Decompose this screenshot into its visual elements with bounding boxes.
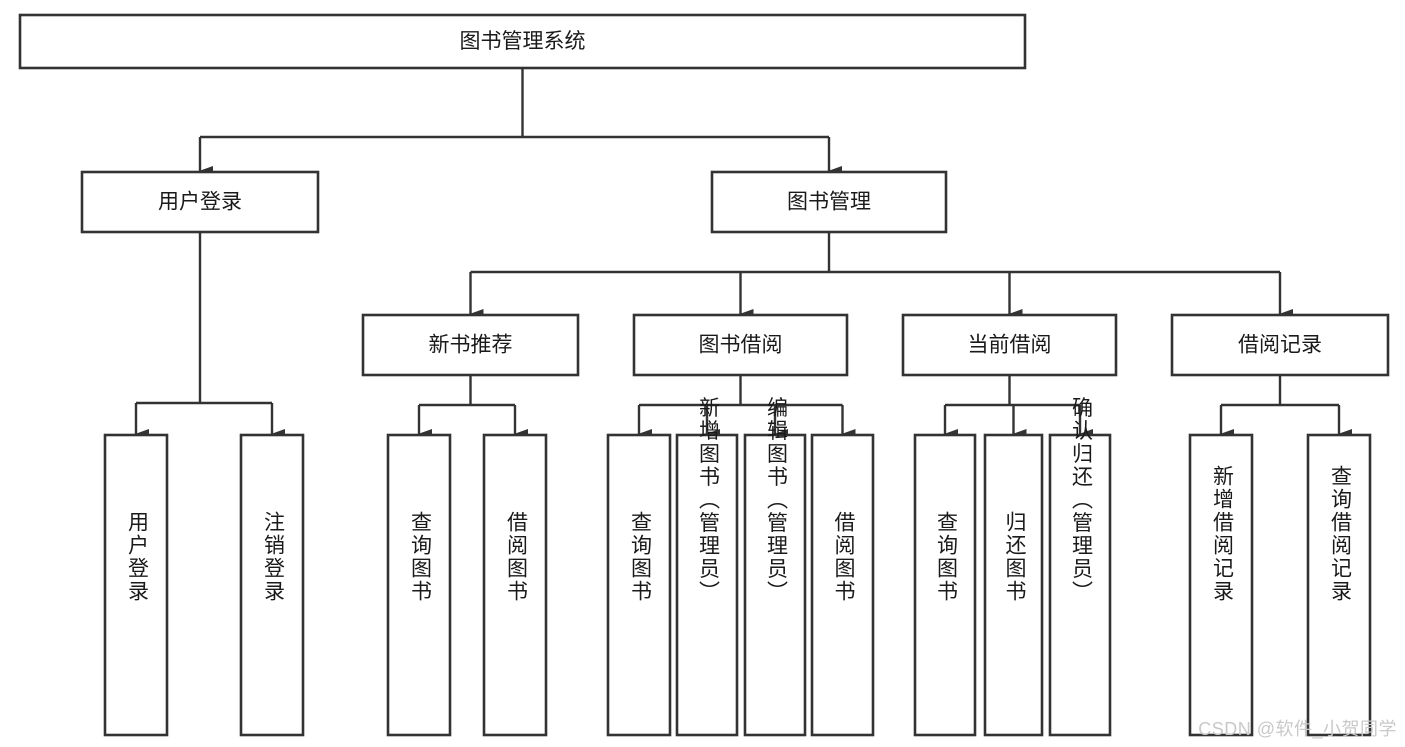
node-label: 借阅图书 xyxy=(832,511,856,603)
node-book-borrow[interactable]: 图书借阅 xyxy=(632,313,849,377)
node-leaf-borrow-do[interactable]: 借阅图书 xyxy=(810,433,875,737)
node-label: 新书推荐 xyxy=(429,334,513,357)
node-label: 归还图书 xyxy=(1003,511,1027,603)
connector-group-root xyxy=(198,68,842,176)
connector-group-borrow-record xyxy=(1219,375,1352,439)
node-leaf-cur-query[interactable]: 查询图书 xyxy=(913,433,977,737)
connector-group-book-borrow xyxy=(637,375,856,439)
node-label: 新增借阅记录 xyxy=(1211,465,1235,603)
node-label: 编辑图书（管理员） xyxy=(765,397,789,604)
node-leaf-user-login[interactable]: 用户登录 xyxy=(103,433,169,737)
node-label: 查询图书 xyxy=(629,511,653,603)
node-leaf-rec-add[interactable]: 新增借阅记录 xyxy=(1188,433,1254,737)
csdn-watermark: CSDN @软件_小贺同学 xyxy=(1198,719,1397,739)
connector-group-user-login xyxy=(134,232,285,439)
node-leaf-rec-query2[interactable]: 查询借阅记录 xyxy=(1306,433,1372,737)
edge-layer xyxy=(134,68,1352,439)
node-label: 用户登录 xyxy=(158,191,242,214)
node-leaf-cur-return[interactable]: 归还图书 xyxy=(983,433,1044,737)
node-label: 用户登录 xyxy=(126,511,150,603)
node-label: 确认归还（管理员） xyxy=(1070,397,1094,604)
node-label: 查询图书 xyxy=(935,511,959,603)
node-borrow-record[interactable]: 借阅记录 xyxy=(1170,313,1390,377)
node-label: 查询图书 xyxy=(409,511,433,603)
node-leaf-borrow-edit[interactable]: 编辑图书（管理员） xyxy=(743,397,807,737)
node-leaf-borrow-query[interactable]: 查询图书 xyxy=(606,433,672,737)
connector-group-book-manage xyxy=(469,232,1293,319)
node-leaf-rec-borrow[interactable]: 借阅图书 xyxy=(482,433,548,737)
node-layer: 图书管理系统用户登录图书管理新书推荐图书借阅当前借阅借阅记录用户登录注销登录查询… xyxy=(18,13,1390,737)
node-label: 注销登录 xyxy=(262,511,286,603)
node-root[interactable]: 图书管理系统 xyxy=(18,13,1027,70)
node-leaf-rec-query[interactable]: 查询图书 xyxy=(386,433,452,737)
node-current-borrow[interactable]: 当前借阅 xyxy=(901,313,1118,377)
node-label: 图书借阅 xyxy=(699,334,783,357)
node-leaf-cur-confirm[interactable]: 确认归还（管理员） xyxy=(1048,397,1112,737)
node-label: 新增图书（管理员） xyxy=(697,397,721,604)
node-leaf-borrow-add[interactable]: 新增图书（管理员） xyxy=(675,397,739,737)
node-leaf-user-logout[interactable]: 注销登录 xyxy=(239,433,305,737)
node-label: 查询借阅记录 xyxy=(1329,465,1353,603)
node-user-login[interactable]: 用户登录 xyxy=(80,170,320,234)
node-label: 图书管理系统 xyxy=(460,30,586,53)
node-label: 图书管理 xyxy=(787,191,871,214)
node-book-manage[interactable]: 图书管理 xyxy=(710,170,948,234)
node-label: 借阅图书 xyxy=(505,511,529,603)
node-label: 当前借阅 xyxy=(968,334,1052,357)
connector-group-new-book-rec xyxy=(417,375,528,439)
connector-group-current-borrow xyxy=(943,375,1093,439)
node-label: 借阅记录 xyxy=(1238,334,1322,357)
node-new-book-rec[interactable]: 新书推荐 xyxy=(361,313,580,377)
